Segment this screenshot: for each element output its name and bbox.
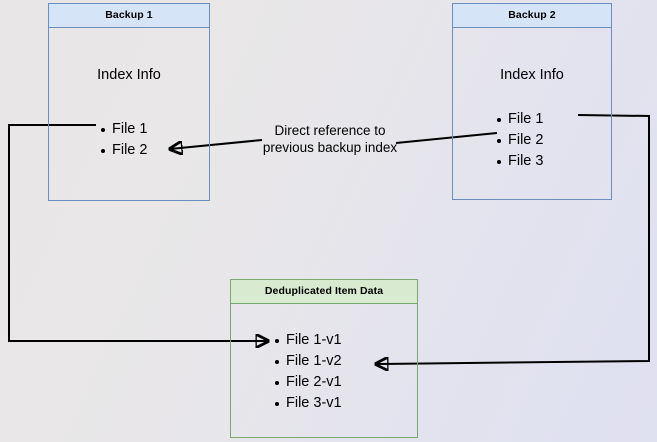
backup-1-file-list: File 1 File 2 xyxy=(101,119,147,161)
deduplicated-item-data-node[interactable]: Deduplicated Item Data File 1-v1 File 1-… xyxy=(230,279,418,438)
backup-1-body: Index Info File 1 File 2 xyxy=(49,28,209,200)
list-item: File 1 xyxy=(497,109,543,130)
backup-2-header: Backup 2 xyxy=(453,4,611,28)
list-item: File 1-v1 xyxy=(275,330,342,351)
backup-2-file-list: File 1 File 2 File 3 xyxy=(497,109,543,172)
dedup-header: Deduplicated Item Data xyxy=(231,280,417,304)
list-item: File 2-v1 xyxy=(275,372,342,393)
backup-2-body: Index Info File 1 File 2 File 3 xyxy=(453,28,611,199)
list-item: File 1 xyxy=(101,119,147,140)
backup-1-node[interactable]: Backup 1 Index Info File 1 File 2 xyxy=(48,3,210,201)
list-item: File 3 xyxy=(497,151,543,172)
list-item: File 1-v2 xyxy=(275,351,342,372)
backup-2-index-info-label: Index Info xyxy=(500,67,564,83)
dedup-file-list: File 1-v1 File 1-v2 File 2-v1 File 3-v1 xyxy=(275,330,342,414)
backup-1-index-info-label: Index Info xyxy=(97,67,161,83)
list-item: File 3-v1 xyxy=(275,393,342,414)
backup-2-node[interactable]: Backup 2 Index Info File 1 File 2 File 3 xyxy=(452,3,612,200)
list-item: File 2 xyxy=(101,140,147,161)
backup-1-header: Backup 1 xyxy=(49,4,209,28)
dedup-body: File 1-v1 File 1-v2 File 2-v1 File 3-v1 xyxy=(231,304,417,437)
list-item: File 2 xyxy=(497,130,543,151)
direct-reference-annotation: Direct reference to previous backup inde… xyxy=(262,123,398,155)
